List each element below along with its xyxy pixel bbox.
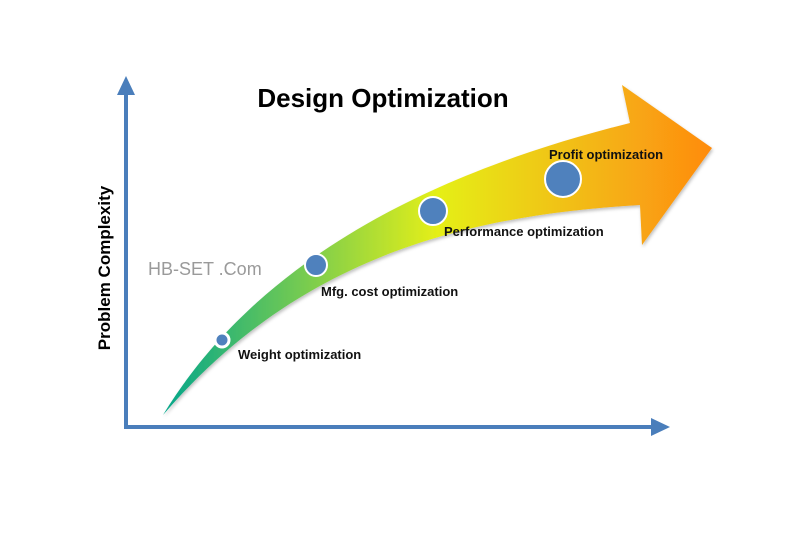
stage-label-profit: Profit optimization xyxy=(549,147,663,162)
stage-mfg-cost: Mfg. cost optimization xyxy=(304,253,458,299)
stage-label-weight: Weight optimization xyxy=(238,347,361,362)
stage-marker-performance xyxy=(418,196,448,226)
stage-marker-profit xyxy=(544,160,582,198)
stage-marker-mfg-cost xyxy=(304,253,328,277)
stage-weight: Weight optimization xyxy=(213,331,361,362)
progress-arrow xyxy=(163,85,712,415)
stage-performance: Performance optimization xyxy=(418,196,604,239)
stage-profit: Profit optimization xyxy=(544,147,663,198)
stage-label-mfg-cost: Mfg. cost optimization xyxy=(321,284,458,299)
axes xyxy=(117,76,670,436)
y-axis-label: Problem Complexity xyxy=(95,185,114,350)
y-axis-arrowhead xyxy=(117,76,135,95)
stage-label-performance: Performance optimization xyxy=(444,224,604,239)
stage-marker-weight xyxy=(213,331,231,349)
x-axis-arrowhead xyxy=(651,418,670,436)
page-title: Design Optimization xyxy=(257,83,508,113)
watermark: HB-SET .Com xyxy=(148,259,262,279)
